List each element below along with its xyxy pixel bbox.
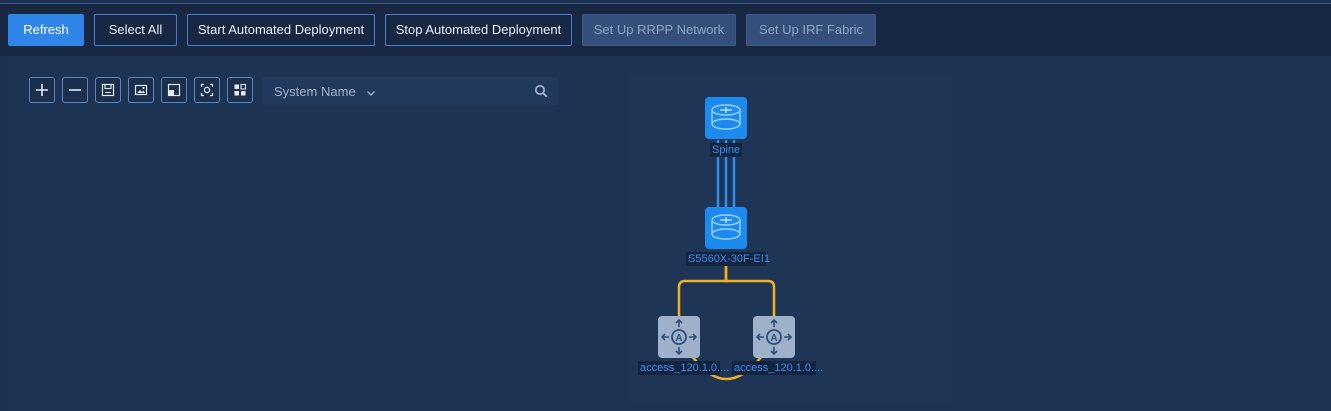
set-up-rrpp-network-button[interactable]: Set Up RRPP Network xyxy=(582,14,736,46)
refresh-button[interactable]: Refresh xyxy=(8,14,84,46)
focus-icon[interactable] xyxy=(194,77,220,103)
svg-text:A: A xyxy=(675,333,682,344)
select-all-button[interactable]: Select All xyxy=(94,14,177,46)
switch-icon xyxy=(705,97,747,139)
svg-text:A: A xyxy=(770,333,777,344)
layout-icon[interactable] xyxy=(227,77,253,103)
action-toolbar: Refresh Select All Start Automated Deplo… xyxy=(0,4,1331,56)
search-input[interactable] xyxy=(390,80,534,104)
search-icon[interactable] xyxy=(534,84,548,103)
top-border xyxy=(0,3,1331,4)
node-label-s5560x: S5560X-30F-EI1 xyxy=(686,252,770,266)
topology-node-spine[interactable] xyxy=(705,97,747,139)
topology-node-s5560x[interactable] xyxy=(705,207,747,249)
topology-node-access-2[interactable]: A xyxy=(753,316,795,358)
node-label-spine: Spine xyxy=(710,143,742,157)
switch-icon xyxy=(705,207,747,249)
search-field-select[interactable]: System Name xyxy=(274,84,356,99)
start-automated-deployment-button[interactable]: Start Automated Deployment xyxy=(187,14,375,46)
topology-node-access-1[interactable]: A xyxy=(658,316,700,358)
export-image-icon[interactable] xyxy=(128,77,154,103)
save-icon[interactable] xyxy=(95,77,121,103)
chevron-down-icon[interactable] xyxy=(366,85,376,103)
node-label-access-2: access_120.1.0.... xyxy=(732,361,824,375)
fit-view-icon[interactable] xyxy=(161,77,187,103)
device-search: System Name xyxy=(262,77,558,105)
zoom-in-icon[interactable] xyxy=(29,77,55,103)
set-up-irf-fabric-button[interactable]: Set Up IRF Fabric xyxy=(746,14,876,46)
access-switch-icon: A xyxy=(658,316,700,358)
stop-automated-deployment-button[interactable]: Stop Automated Deployment xyxy=(385,14,572,46)
zoom-out-icon[interactable] xyxy=(62,77,88,103)
access-switch-icon: A xyxy=(753,316,795,358)
node-label-access-1: access_120.1.0.... xyxy=(638,361,730,375)
